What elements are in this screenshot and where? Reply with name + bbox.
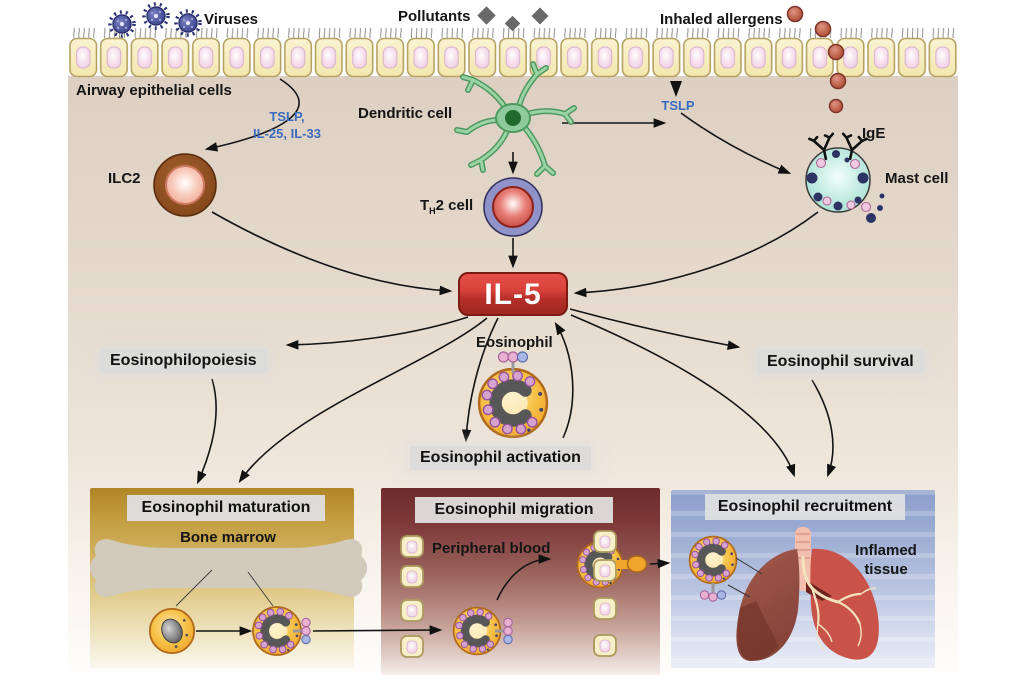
eosinophil-label: Eosinophil bbox=[476, 334, 553, 351]
arrow bbox=[811, 379, 837, 478]
airway-epithelium-strip bbox=[68, 28, 958, 78]
eosinophil-activation-label: Eosinophil activation bbox=[410, 446, 591, 470]
arrow bbox=[649, 558, 671, 569]
dendritic-cell-icon bbox=[457, 64, 574, 174]
ilc2-label: ILC2 bbox=[108, 170, 141, 187]
arrow bbox=[573, 211, 819, 298]
ige-label: IgE bbox=[862, 125, 886, 142]
epithelial-cytokines-label: TSLP, IL-25, IL-33 bbox=[253, 109, 321, 141]
ilc2-cell-icon bbox=[153, 153, 217, 217]
recruited-eosinophil-icon bbox=[690, 537, 763, 602]
viruses-label: Viruses bbox=[204, 11, 258, 28]
arrows-layer bbox=[196, 78, 837, 636]
arrow bbox=[680, 112, 792, 174]
arrow bbox=[312, 625, 443, 635]
mast-cell-icon bbox=[805, 147, 885, 223]
th2-cell-icon bbox=[483, 177, 543, 237]
recruitment-panel-title: Eosinophil recruitment bbox=[705, 494, 905, 520]
arrow bbox=[204, 78, 300, 152]
bone-icon bbox=[90, 539, 367, 597]
immature-eosinophil-icon bbox=[148, 607, 196, 655]
mature-eosinophil-icon bbox=[253, 607, 311, 655]
tslp-label: TSLP bbox=[661, 98, 695, 113]
arrow bbox=[554, 321, 574, 439]
bone-callout-lines bbox=[175, 569, 274, 607]
arrow bbox=[197, 378, 218, 485]
allergen-icon bbox=[786, 5, 847, 114]
arrow bbox=[496, 554, 552, 601]
maturation-panel-title: Eosinophil maturation bbox=[127, 495, 325, 521]
airway-epithelial-cells-label: Airway epithelial cells bbox=[76, 82, 232, 99]
migrating-eosinophil-icon bbox=[454, 608, 513, 655]
arrow bbox=[461, 317, 499, 443]
arrow bbox=[570, 314, 796, 478]
bone-marrow-label: Bone marrow bbox=[180, 529, 276, 546]
migration-panel-title: Eosinophil migration bbox=[415, 497, 613, 523]
inhaled-allergens-label: Inhaled allergens bbox=[660, 11, 783, 28]
endothelium-wall-left bbox=[400, 535, 424, 658]
arrow bbox=[238, 317, 488, 483]
dendritic-cell-label: Dendritic cell bbox=[358, 105, 453, 122]
arrow bbox=[285, 316, 469, 350]
mast-cell-label: Mast cell bbox=[885, 170, 949, 187]
pollutant-icon bbox=[477, 6, 549, 32]
arrow bbox=[211, 211, 453, 296]
peripheral-blood-label: Peripheral blood bbox=[432, 540, 551, 557]
arrow bbox=[569, 308, 741, 350]
transmigration-bleb bbox=[616, 555, 648, 573]
lungs-icon bbox=[736, 548, 879, 662]
eosinophil-survival-label: Eosinophil survival bbox=[757, 350, 924, 374]
pollutants-label: Pollutants bbox=[398, 8, 471, 25]
endothelium-wall-right bbox=[593, 530, 617, 657]
eosinophil-icon bbox=[479, 351, 547, 437]
eosinophilopoiesis-label: Eosinophilopoiesis bbox=[100, 349, 267, 373]
inflamed-tissue-label: Inflamed tissue bbox=[855, 542, 917, 578]
th2-cell-label: TH2 cell bbox=[420, 197, 474, 216]
il5-node: IL-5 bbox=[458, 272, 568, 316]
